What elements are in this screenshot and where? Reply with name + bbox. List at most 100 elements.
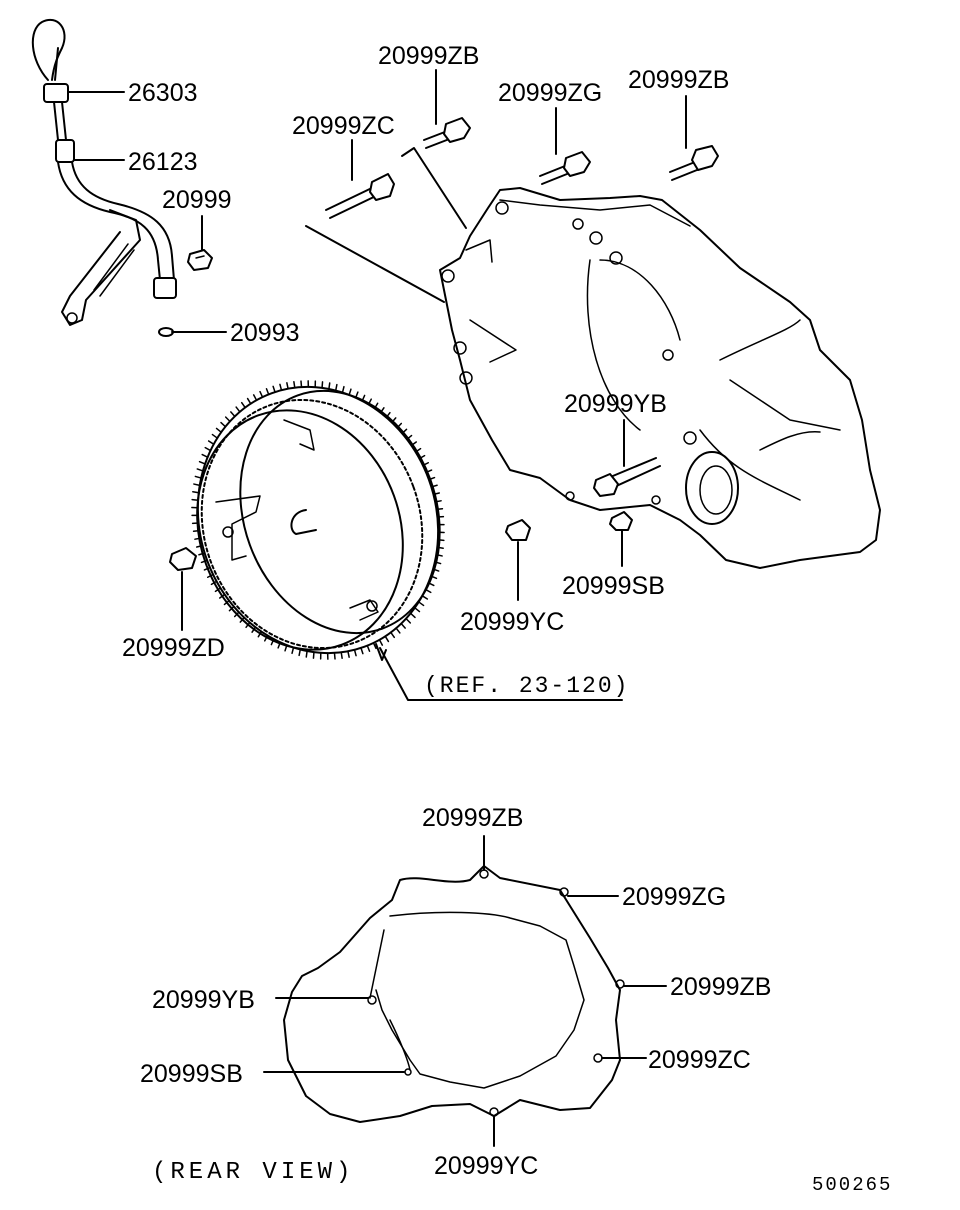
gear-tooth	[425, 469, 433, 474]
label-20999zg-top: 20999ZG	[498, 79, 602, 107]
gear-tooth	[284, 644, 288, 652]
gear-tooth	[414, 607, 421, 613]
gear-tooth	[385, 411, 391, 419]
gear-tooth	[277, 641, 282, 649]
gear-tooth	[279, 383, 283, 391]
label-20999zd-mid: 20999ZD	[122, 634, 225, 662]
gear-tooth	[219, 593, 226, 599]
gear-tooth	[204, 446, 212, 452]
gear-tooth	[333, 652, 336, 660]
gear-tooth	[293, 380, 296, 389]
gear-tooth	[228, 605, 235, 612]
gear-tooth	[417, 601, 425, 607]
gear-tooth	[434, 561, 442, 565]
gear-tooth	[192, 529, 201, 533]
gear-tooth	[214, 587, 222, 593]
label-20999yb-mid: 20999YB	[564, 390, 667, 418]
label-26303: 26303	[128, 79, 198, 107]
gear-tooth	[193, 483, 201, 487]
bolt-20999zc	[325, 173, 395, 219]
gear-tooth	[366, 644, 371, 652]
gear-tooth	[198, 552, 206, 556]
gear-tooth	[418, 454, 426, 460]
flywheel-ring-gear	[191, 380, 445, 660]
gear-tooth	[409, 612, 416, 619]
gear-tooth	[211, 433, 219, 439]
gear-tooth	[270, 638, 275, 646]
gear-tooth	[210, 580, 218, 586]
o-ring-20993	[158, 327, 174, 337]
reference-label: (REF. 23-120)	[424, 673, 629, 699]
gear-tooth	[239, 616, 245, 623]
gear-tooth	[340, 651, 343, 660]
gear-tooth	[203, 566, 211, 571]
label-20999zb-top-1: 20999ZB	[378, 42, 479, 70]
label-26123: 26123	[128, 148, 198, 176]
gear-tooth	[334, 383, 338, 392]
gear-tooth	[353, 649, 357, 657]
gear-tooth	[192, 491, 200, 494]
gear-tooth	[224, 416, 231, 423]
gear-tooth	[328, 382, 331, 390]
gear-tooth	[405, 617, 412, 624]
rear-view-caption: (REAR VIEW)	[152, 1159, 354, 1186]
gear-tooth	[264, 634, 269, 642]
gear-tooth	[400, 622, 406, 629]
gear-tooth	[223, 599, 230, 606]
diagram-code: 500265	[812, 1174, 892, 1196]
bolt-20999	[187, 249, 213, 271]
gear-tooth	[372, 642, 377, 650]
rear-label-20999yb: 20999YB	[152, 986, 255, 1014]
gear-tooth	[215, 427, 222, 433]
rear-label-20999zb-top: 20999ZB	[422, 804, 523, 832]
gear-tooth	[251, 626, 257, 633]
gear-tooth	[191, 498, 199, 501]
gear-tooth	[378, 639, 384, 646]
gear-tooth	[300, 380, 303, 388]
gear-tooth	[406, 434, 413, 441]
rear-label-20999yc: 20999YC	[434, 1152, 538, 1180]
gear-tooth	[195, 544, 204, 548]
dipstick-assembly	[31, 19, 213, 337]
gear-tooth	[341, 385, 345, 394]
gear-tooth	[424, 588, 432, 594]
gear-tooth	[200, 559, 208, 564]
gear-tooth	[252, 394, 258, 401]
rear-label-20999sb: 20999SB	[140, 1060, 243, 1088]
gear-tooth	[367, 398, 372, 406]
gear-tooth	[427, 582, 435, 587]
gear-tooth	[194, 475, 202, 479]
gear-tooth	[235, 406, 241, 413]
gear-tooth	[390, 631, 396, 639]
gear-tooth	[422, 462, 430, 467]
label-20999sb-mid: 20999SB	[562, 572, 665, 600]
plug-20999yc	[505, 519, 531, 541]
plug-20999zd	[169, 547, 197, 571]
gear-tooth	[196, 468, 204, 472]
label-20993: 20993	[230, 319, 300, 347]
gear-tooth	[220, 421, 227, 428]
gear-tooth	[361, 394, 366, 402]
rear-label-20999zg: 20999ZG	[622, 883, 726, 911]
rear-label-20999zb-right: 20999ZB	[670, 973, 771, 1001]
transmission-case	[439, 187, 881, 569]
gear-tooth	[201, 453, 209, 458]
gear-tooth	[233, 611, 240, 618]
gear-tooth	[194, 537, 202, 540]
gear-tooth	[347, 650, 350, 658]
dipstick-grommet	[43, 83, 69, 103]
gear-tooth	[384, 635, 390, 643]
label-20999zc-top: 20999ZC	[292, 112, 395, 140]
gear-tooth	[230, 411, 236, 418]
bolt-20999zb-b	[669, 145, 719, 181]
gear-tooth	[259, 390, 264, 398]
gear-tooth	[305, 650, 308, 658]
gear-tooth	[391, 417, 397, 424]
gear-tooth	[265, 388, 270, 396]
gear-tooth	[379, 407, 385, 414]
gear-tooth	[401, 428, 408, 435]
gear-tooth	[435, 553, 443, 557]
gear-tooth	[246, 397, 252, 405]
gear-tooth	[286, 382, 289, 390]
